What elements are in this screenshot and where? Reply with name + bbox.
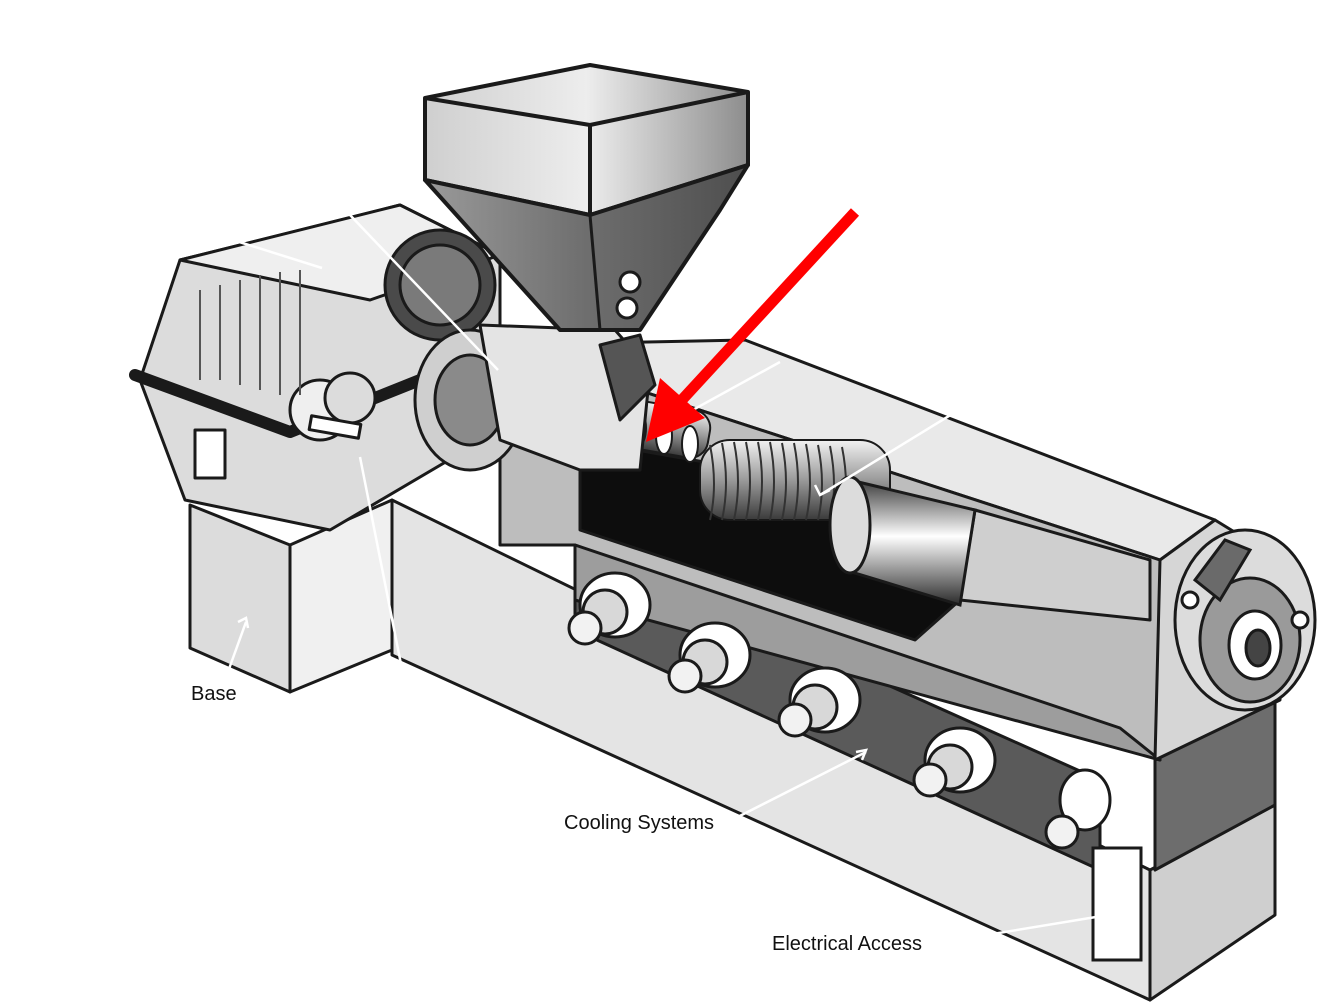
- screw-cylinder: [828, 475, 977, 607]
- cooling-fan-icon: [567, 571, 652, 646]
- label-base: Base: [191, 683, 237, 705]
- cooling-fan-icon: [912, 726, 997, 798]
- base-box: [188, 498, 394, 694]
- cooling-fan-icon: [777, 666, 862, 738]
- label-cooling-systems: Cooling Systems: [564, 812, 715, 834]
- leader-lines: [223, 214, 1111, 946]
- die-flange: [1173, 528, 1317, 712]
- electrical-access-door: [1091, 846, 1143, 962]
- red-arrow-icon: [646, 208, 860, 442]
- hopper: [423, 63, 750, 332]
- cooling-fan-icon: [1044, 768, 1112, 850]
- gearbox: [129, 203, 527, 532]
- cooling-fans: [567, 571, 1112, 850]
- cooling-fan-icon: [667, 621, 752, 694]
- feed-throat: [478, 323, 657, 472]
- label-electrical-access: Electrical Access: [772, 933, 923, 955]
